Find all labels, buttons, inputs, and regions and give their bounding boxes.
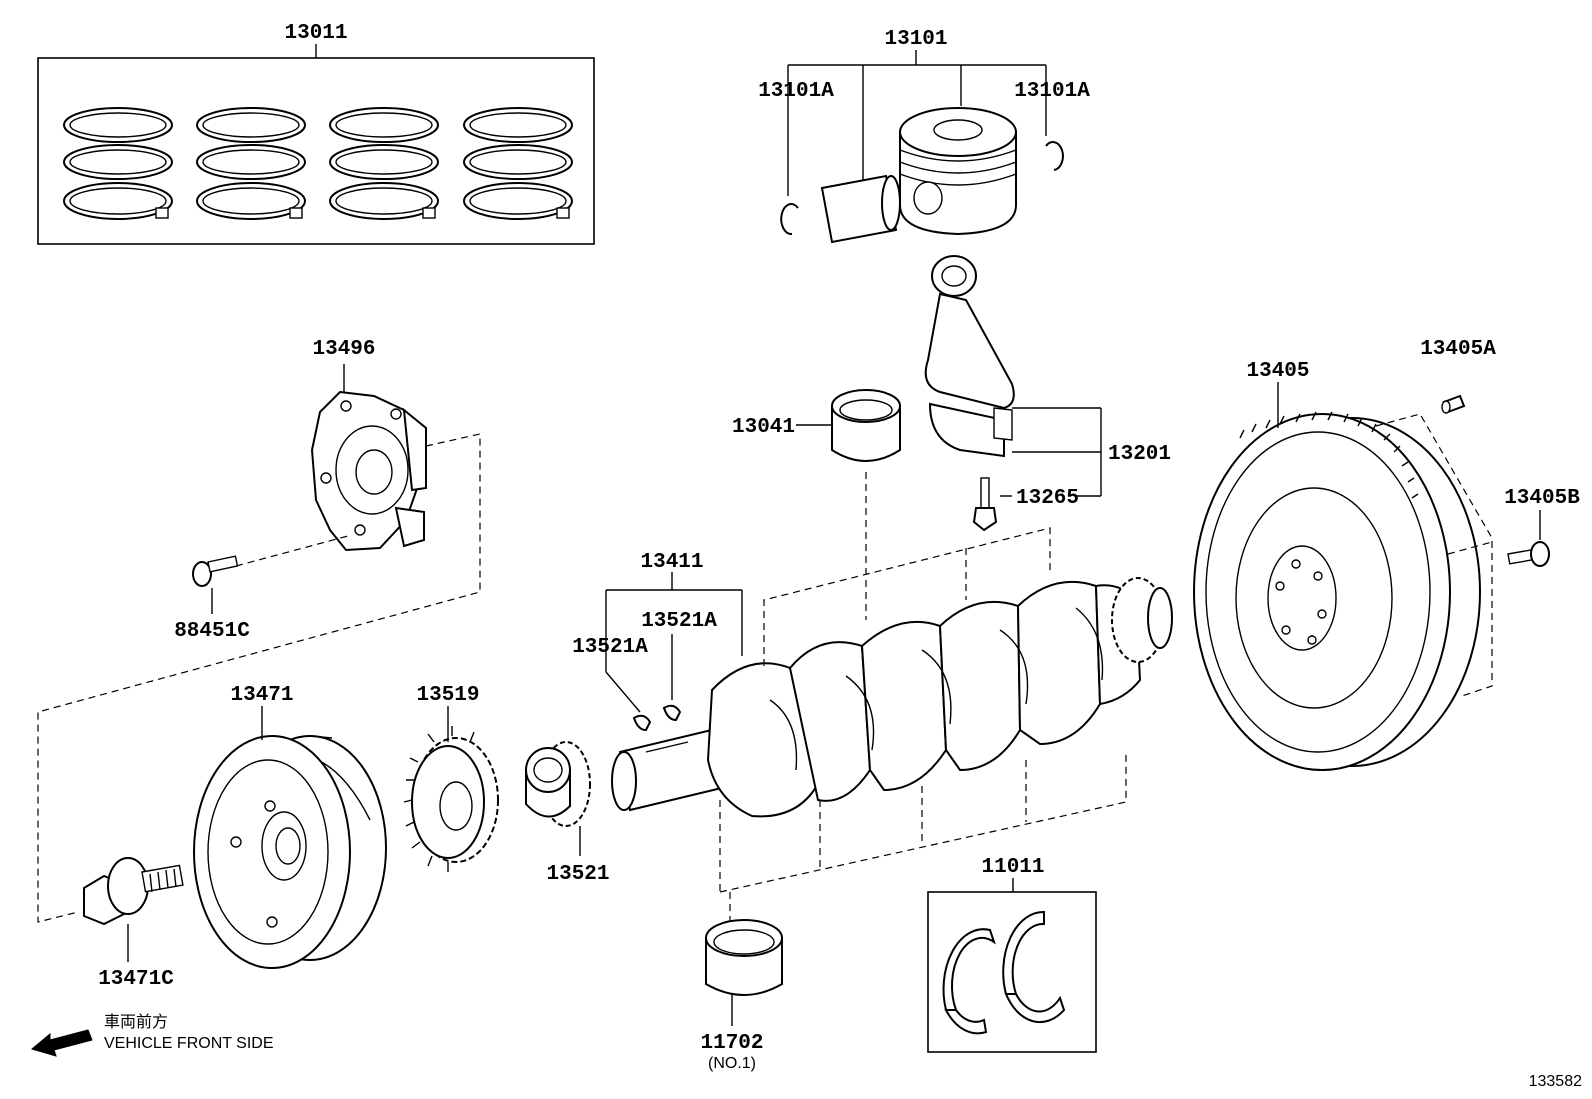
- piston-pin-snap-ring-left[interactable]: [780, 203, 799, 236]
- label-13011[interactable]: 13011: [284, 22, 347, 45]
- thrust-washer-set[interactable]: [927, 878, 1097, 1053]
- label-13405a[interactable]: 13405A: [1420, 338, 1496, 361]
- ring-group-1: [63, 107, 173, 220]
- ring-group-4: [463, 107, 573, 220]
- crankshaft[interactable]: [611, 577, 1173, 818]
- label-13201[interactable]: 13201: [1108, 443, 1171, 466]
- connecting-rod[interactable]: [924, 255, 1015, 458]
- flywheel-bolt[interactable]: [1507, 541, 1550, 567]
- flywheel[interactable]: [1193, 411, 1481, 771]
- crankshaft-key-1[interactable]: [632, 714, 652, 732]
- sensor-plate-bolt[interactable]: [192, 555, 239, 587]
- label-11702-note: (NO.1): [708, 1055, 756, 1072]
- crankshaft-main-bearing[interactable]: [705, 919, 783, 996]
- label-13471[interactable]: 13471: [230, 684, 293, 707]
- crankshaft-pulley-bolt[interactable]: [83, 857, 184, 926]
- piston-pin[interactable]: [820, 174, 901, 244]
- diagram-id: 133582: [1529, 1073, 1582, 1090]
- label-13041[interactable]: 13041: [732, 416, 795, 439]
- label-11702[interactable]: 11702: [700, 1032, 763, 1055]
- label-13405[interactable]: 13405: [1246, 360, 1309, 383]
- direction-label-en: VEHICLE FRONT SIDE: [104, 1035, 274, 1052]
- label-13521[interactable]: 13521: [546, 863, 609, 886]
- oil-pump-drive-gear[interactable]: [403, 726, 499, 872]
- connecting-rod-bearing[interactable]: [831, 389, 901, 462]
- connecting-rod-callout: [1012, 407, 1102, 497]
- crankshaft-pulley[interactable]: [193, 735, 387, 969]
- label-13405b[interactable]: 13405B: [1504, 487, 1580, 510]
- label-88451c[interactable]: 88451C: [174, 620, 250, 643]
- arrow-left-icon: [30, 1029, 93, 1057]
- label-13521a-upper[interactable]: 13521A: [641, 610, 717, 633]
- piston[interactable]: [899, 107, 1017, 236]
- label-13521a-lower[interactable]: 13521A: [572, 636, 648, 659]
- label-11011[interactable]: 11011: [981, 856, 1044, 879]
- direction-label-jp: 車両前方: [104, 1013, 168, 1031]
- label-13519[interactable]: 13519: [416, 684, 479, 707]
- connecting-rod-bolt[interactable]: [972, 477, 998, 532]
- flywheel-dowel-pin[interactable]: [1441, 394, 1466, 414]
- piston-callout-lines: [787, 50, 1047, 196]
- flywheel-dash-lines: [1375, 413, 1493, 697]
- crankshaft-sensor-plate[interactable]: [310, 390, 427, 552]
- ring-group-3: [329, 107, 439, 220]
- crankshaft-callout: [605, 572, 743, 713]
- crankshaft-key-2[interactable]: [662, 704, 682, 722]
- label-13101[interactable]: 13101: [884, 28, 947, 51]
- label-13101a-left[interactable]: 13101A: [758, 80, 834, 103]
- ring-group-2: [196, 107, 306, 220]
- label-13471c[interactable]: 13471C: [98, 968, 174, 991]
- label-13101a-right[interactable]: 13101A: [1014, 80, 1090, 103]
- label-13411[interactable]: 13411: [640, 551, 703, 574]
- piston-pin-snap-ring-right[interactable]: [1045, 141, 1064, 171]
- crankshaft-timing-sprocket[interactable]: [525, 741, 591, 827]
- label-13496[interactable]: 13496: [312, 338, 375, 361]
- sensor-plate-dash: [37, 433, 481, 923]
- label-13265[interactable]: 13265: [1016, 487, 1079, 510]
- piston-ring-set[interactable]: [37, 44, 595, 245]
